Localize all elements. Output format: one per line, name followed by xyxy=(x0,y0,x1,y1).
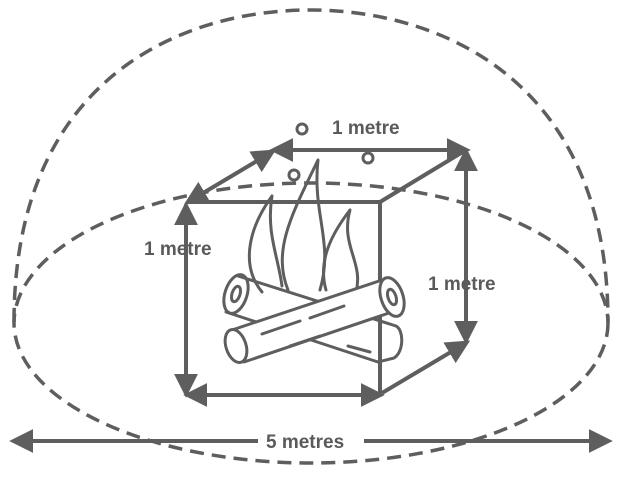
ember-icon xyxy=(361,151,375,165)
label-right-depth: 1 metre xyxy=(428,274,496,295)
flame-icon xyxy=(280,158,327,292)
flame-icon xyxy=(247,194,284,294)
label-left-height: 1 metre xyxy=(144,239,212,260)
flame-icon xyxy=(322,208,360,294)
log-end-left xyxy=(222,273,250,315)
campfire-icon xyxy=(222,158,406,364)
ember-icon xyxy=(287,168,301,182)
ember-icon xyxy=(295,122,309,136)
log-front xyxy=(230,278,394,364)
cube-edge-diag-right-bottom xyxy=(380,340,471,395)
cube-edge-diag-right-top xyxy=(378,148,468,204)
ground-ellipse xyxy=(12,181,610,465)
label-top-width: 1 metre xyxy=(332,118,400,139)
log-end-front-left xyxy=(223,328,249,364)
cube-edge-diag-left xyxy=(183,149,277,205)
log-end-right xyxy=(378,276,406,318)
dome-outline xyxy=(12,8,610,323)
label-bottom-span: 5 metres xyxy=(266,432,344,453)
log-back xyxy=(224,274,404,364)
